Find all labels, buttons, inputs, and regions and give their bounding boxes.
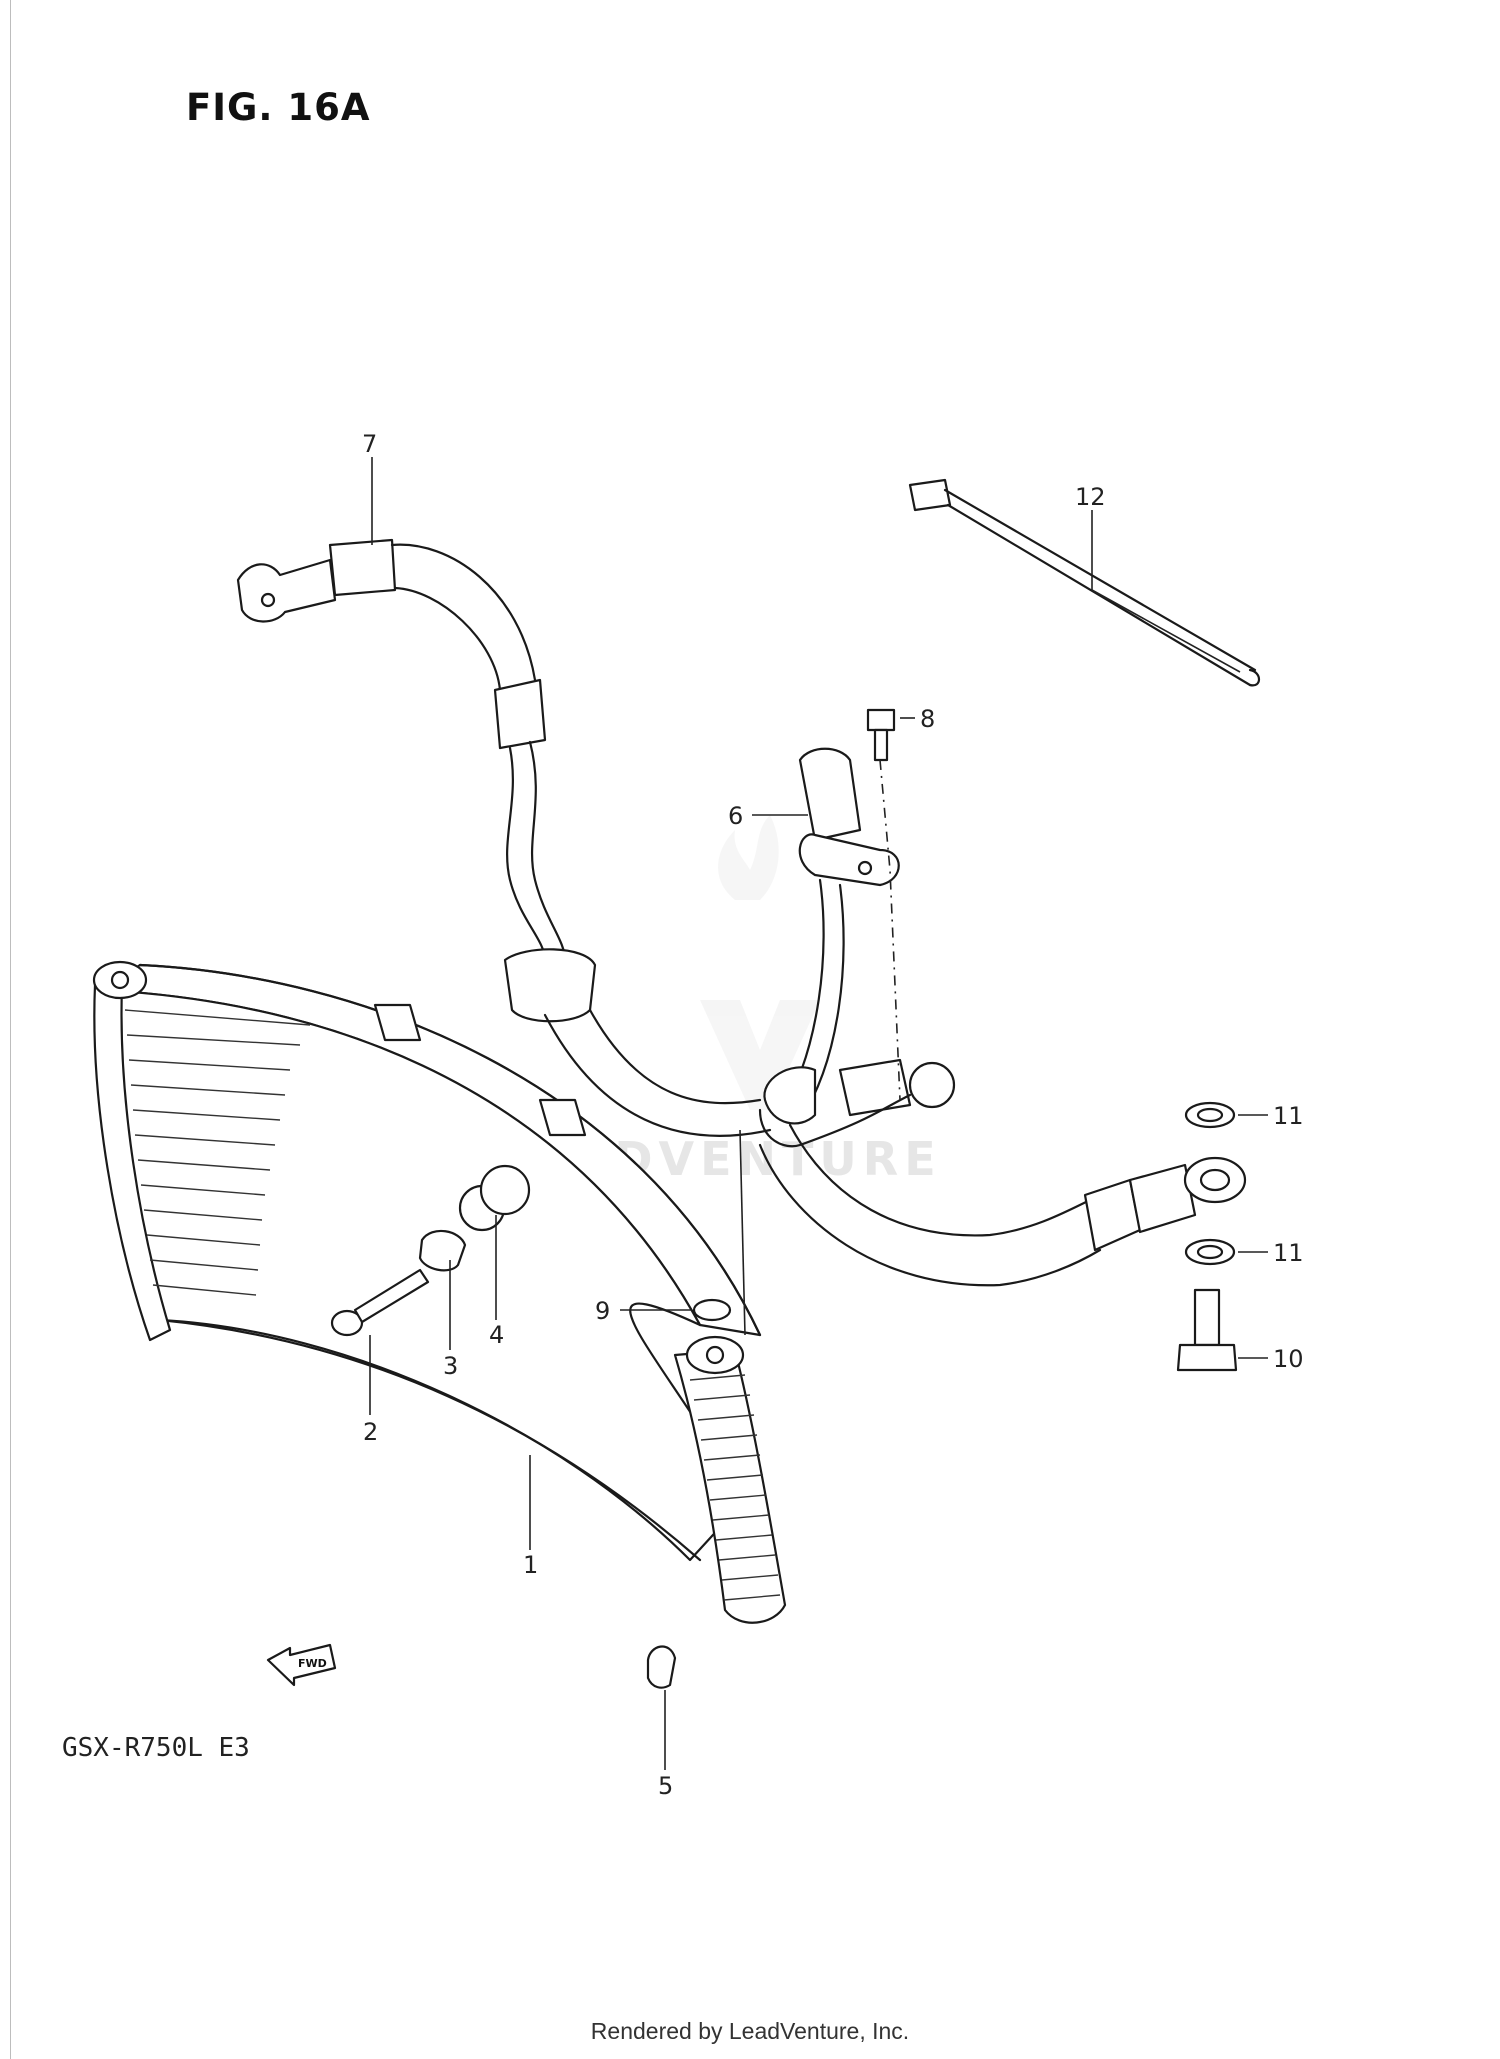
callout-labels: 7 12 8 6 11 11 10 9 4 3 2 1 5: [362, 430, 1304, 1800]
callout-3: 3: [443, 1352, 458, 1380]
page-edge-rule: [10, 0, 11, 2059]
callout-8: 8: [920, 705, 935, 733]
clip-5: [646, 1645, 677, 1689]
oil-pipe: [758, 747, 956, 1148]
cooler-right-fins: [689, 1374, 781, 1601]
callout-9: 9: [595, 1297, 610, 1325]
callout-4: 4: [489, 1321, 504, 1349]
callout-6: 6: [728, 802, 743, 830]
model-code: GSX-R750L E3: [62, 1733, 250, 1763]
o-ring-9: [692, 1298, 732, 1322]
render-credit: Rendered by LeadVenture, Inc.: [590, 2018, 910, 2044]
cooler-left-fins: [124, 1009, 311, 1296]
callout-2: 2: [363, 1418, 378, 1446]
callout-11-upper: 11: [1273, 1102, 1304, 1130]
oil-hose-upper: [236, 538, 772, 1137]
figure-title: FIG. 16A: [186, 86, 371, 129]
mounting-bolt-2: [330, 1268, 430, 1337]
callout-1: 1: [523, 1551, 538, 1579]
washer-11-lower: [1184, 1238, 1236, 1266]
callout-10: 10: [1273, 1345, 1304, 1373]
fwd-label: FWD: [298, 1657, 327, 1670]
washer-11-upper: [1184, 1101, 1236, 1129]
bolt-8: [866, 708, 896, 762]
grommet-4: [458, 1164, 531, 1232]
leader-lines: [369, 457, 1268, 1770]
callout-11-lower: 11: [1273, 1239, 1304, 1267]
watermark-logo: [700, 815, 820, 1110]
union-bolt-10: [1176, 1288, 1238, 1372]
oil-cooler: [92, 960, 787, 1624]
callout-5: 5: [658, 1772, 673, 1800]
callout-7: 7: [362, 430, 377, 458]
cable-tie: [908, 478, 1261, 687]
callout-12: 12: [1075, 483, 1106, 511]
fwd-arrow-icon: FWD: [266, 1643, 337, 1687]
oil-hose-lower: [758, 1123, 1247, 1287]
collar-3: [418, 1229, 467, 1272]
